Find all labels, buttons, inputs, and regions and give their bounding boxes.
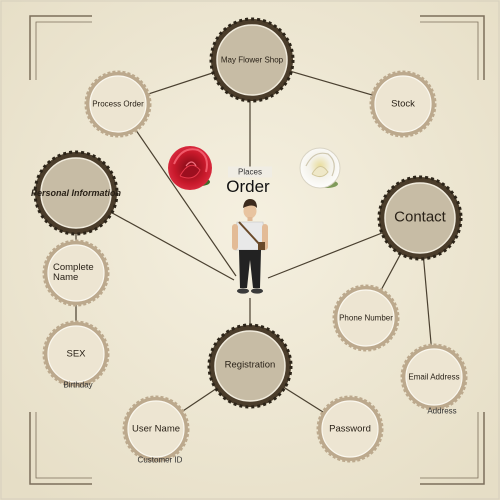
corner-bracket-top-left-inner xyxy=(35,21,92,80)
node-may-flower-shop xyxy=(209,17,295,103)
personal-information-label: Personal Information xyxy=(30,188,122,198)
birthday-caption: Birthday xyxy=(63,380,93,390)
corner-bracket-bottom-right xyxy=(420,412,485,485)
node-user-name xyxy=(122,395,190,463)
complete-name-label: Complete Name xyxy=(53,262,94,283)
phone-number-label: Phone Number xyxy=(339,313,393,323)
address-caption: Address xyxy=(427,406,457,416)
corner-bracket-top-right xyxy=(420,15,485,80)
node-personal-information xyxy=(33,150,119,236)
person-icon xyxy=(232,199,268,294)
node-sex xyxy=(42,320,110,388)
customer-id-caption: Customer ID xyxy=(137,455,183,465)
registration-label: Registration xyxy=(224,359,276,371)
node-registration xyxy=(207,323,293,409)
node-contact xyxy=(377,175,463,261)
email-address-label: Email Address xyxy=(408,372,460,382)
node-stock xyxy=(369,70,437,138)
corner-bracket-bottom-left-inner xyxy=(35,412,92,479)
places-label: Places xyxy=(227,166,273,178)
node-process-order xyxy=(84,70,152,138)
sex-label: SEX xyxy=(66,348,86,360)
contact-label: Contact xyxy=(394,208,446,226)
stock-label: Stock xyxy=(391,98,415,110)
node-phone-number xyxy=(332,284,400,352)
corner-bracket-top-left xyxy=(29,15,92,80)
corner-bracket-top-right-inner xyxy=(420,21,479,80)
order-label: Order xyxy=(226,177,270,196)
password-label: Password xyxy=(329,423,371,435)
white-rose-icon xyxy=(299,147,341,189)
node-email-address xyxy=(400,343,468,411)
node-complete-name xyxy=(42,239,110,307)
process-order-label: Process Order xyxy=(92,99,144,109)
corner-bracket-bottom-left xyxy=(29,412,92,485)
connector-process-person xyxy=(117,103,237,277)
node-password xyxy=(316,395,384,463)
corner-bracket-bottom-right-inner xyxy=(420,412,479,479)
red-rose-icon xyxy=(168,146,212,190)
user-name-label: User Name xyxy=(131,423,181,435)
corner-brackets xyxy=(29,15,485,485)
may-flower-shop-label: May Flower Shop xyxy=(220,55,284,65)
